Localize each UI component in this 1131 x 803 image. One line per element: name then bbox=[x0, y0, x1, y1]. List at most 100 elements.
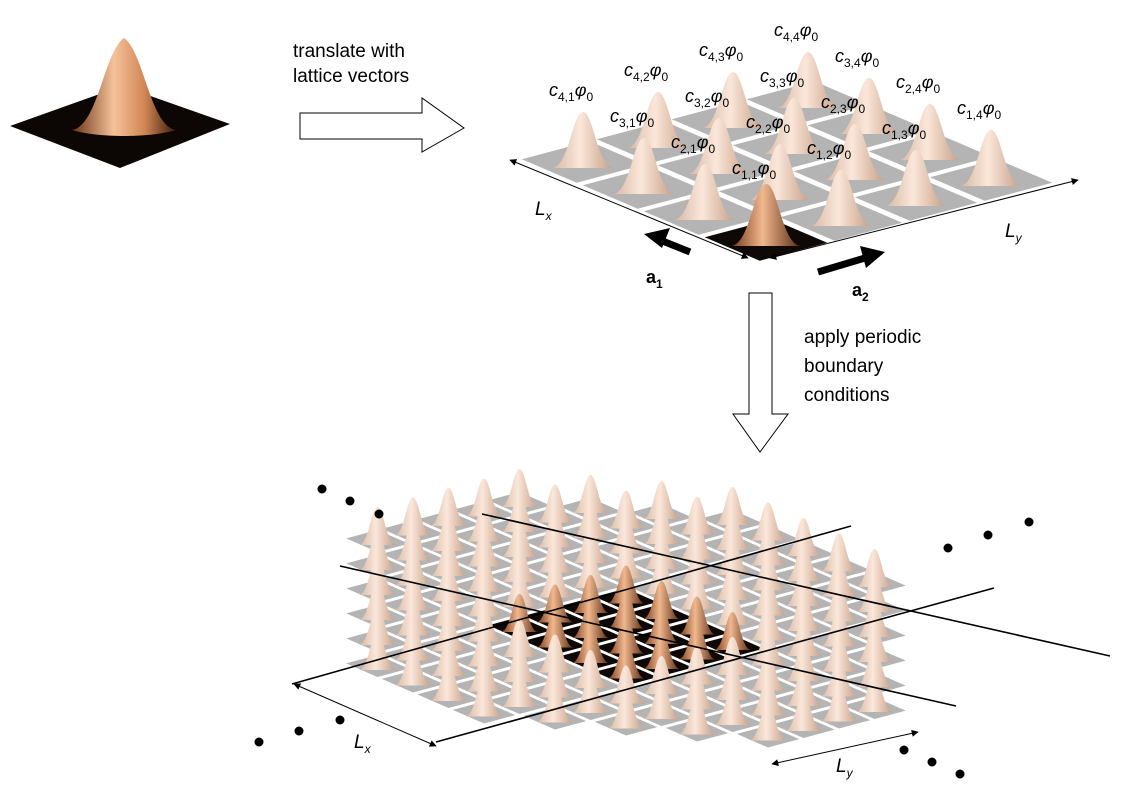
Ly-label-bottom: Ly bbox=[836, 756, 854, 780]
gaussian-peak bbox=[821, 533, 857, 572]
gaussian-peak bbox=[961, 130, 1021, 186]
gaussian-peak bbox=[572, 550, 609, 588]
gaussian-peak bbox=[856, 674, 893, 712]
coefficient-label: c1,3φ0 bbox=[882, 118, 926, 142]
gaussian-peak bbox=[785, 618, 822, 656]
coefficient-label: c3,2φ0 bbox=[685, 86, 729, 110]
gaussian-peak bbox=[628, 92, 688, 148]
gaussian-peak bbox=[572, 475, 609, 513]
gaussian-peak bbox=[501, 469, 538, 507]
gaussian-peak bbox=[821, 658, 857, 697]
gaussian-peak bbox=[785, 543, 822, 581]
gaussian-peak bbox=[537, 684, 573, 723]
periodic-lattice bbox=[346, 469, 906, 748]
gaussian-peak bbox=[466, 653, 502, 692]
gaussian-peak bbox=[839, 78, 899, 134]
gaussian-peak bbox=[821, 608, 857, 647]
gaussian-peak bbox=[395, 647, 431, 686]
gaussian-peak bbox=[703, 72, 763, 128]
gaussian-peak bbox=[430, 663, 467, 701]
gaussian-peak bbox=[714, 562, 751, 600]
gaussian-peak bbox=[643, 681, 680, 719]
gaussian-peak bbox=[856, 599, 893, 637]
gaussian-peak bbox=[750, 502, 786, 541]
gaussian-peak bbox=[608, 590, 644, 629]
gaussian-peak bbox=[395, 547, 431, 586]
gaussian-peak bbox=[572, 575, 609, 613]
gaussian-peak bbox=[643, 656, 680, 694]
gaussian-peak bbox=[764, 98, 824, 154]
hollow-arrow-down bbox=[732, 292, 789, 453]
gaussian-peak bbox=[856, 574, 893, 612]
gaussian-peak bbox=[821, 583, 857, 622]
coefficient-label: c1,2φ0 bbox=[807, 138, 851, 162]
coefficient-label: c4,2φ0 bbox=[624, 60, 668, 84]
gaussian-peak bbox=[466, 628, 502, 667]
gaussian-peak bbox=[430, 488, 467, 526]
translate-caption-line2: lattice vectors bbox=[293, 66, 409, 87]
gaussian-peak bbox=[572, 625, 609, 663]
coefficient-label: c2,4φ0 bbox=[896, 72, 940, 96]
Lx-arrow-top bbox=[509, 159, 749, 259]
gaussian-peak bbox=[679, 696, 715, 735]
gaussian-peak bbox=[501, 519, 538, 557]
gaussian-peak bbox=[572, 525, 609, 563]
gaussian-peak bbox=[714, 512, 751, 550]
single-gaussian-peak bbox=[72, 38, 176, 136]
gaussian-peak bbox=[679, 596, 715, 635]
gaussian-peak bbox=[679, 646, 715, 685]
coefficient-labels: c4,4φ0 c4,3φ0 c3,4φ0 c4,2φ0 c3,3φ0 c2,4φ0 c4,1… bbox=[549, 20, 1001, 182]
Ly-label-top: Ly bbox=[1005, 221, 1023, 245]
single-gaussian bbox=[10, 38, 230, 168]
gaussian-peak bbox=[608, 640, 644, 679]
coefficient-label: c4,3φ0 bbox=[699, 40, 743, 64]
gaussian-peak bbox=[750, 602, 786, 641]
gaussian-peak bbox=[643, 606, 680, 644]
coefficient-label: c3,3φ0 bbox=[760, 66, 804, 90]
coefficient-label: c1,4φ0 bbox=[957, 98, 1001, 122]
gaussian-peak bbox=[466, 478, 502, 517]
gaussian-peak bbox=[430, 638, 467, 676]
gaussian-peak bbox=[501, 669, 538, 707]
gaussian-peak bbox=[900, 104, 960, 160]
gaussian-peak bbox=[537, 609, 573, 648]
coefficient-label: c4,1φ0 bbox=[549, 80, 593, 104]
a2-label: a2 bbox=[852, 280, 869, 304]
gaussian-peak bbox=[643, 556, 680, 594]
gaussian-peak bbox=[714, 487, 751, 525]
gaussian-peak bbox=[679, 546, 715, 585]
gaussian-peak bbox=[785, 643, 822, 681]
coefficient-label: c2,3φ0 bbox=[821, 92, 865, 116]
gaussian-peak bbox=[785, 693, 822, 731]
gaussian-peak bbox=[679, 496, 715, 535]
gaussian-peak bbox=[501, 619, 538, 657]
gaussian-peak bbox=[608, 540, 644, 579]
gaussian-peak bbox=[608, 490, 644, 529]
gaussian-peak bbox=[359, 582, 396, 620]
gaussian-peak bbox=[856, 549, 893, 587]
gaussian-peak bbox=[395, 497, 431, 536]
coefficient-label: c3,1φ0 bbox=[610, 106, 654, 130]
gaussian-peak bbox=[572, 650, 609, 688]
gaussian-peak bbox=[679, 571, 715, 610]
coefficient-label: c4,4φ0 bbox=[774, 20, 818, 44]
gaussian-peak bbox=[466, 553, 502, 592]
Lx-arrow-bottom bbox=[293, 683, 437, 747]
gaussian-peak bbox=[537, 634, 573, 673]
gaussian-peak bbox=[643, 531, 680, 569]
gaussian-peak bbox=[785, 593, 822, 631]
a1-label: a1 bbox=[646, 267, 663, 291]
Ly-arrow-top bbox=[769, 178, 1079, 260]
periodic-caption-line3: conditions bbox=[804, 385, 890, 406]
gaussian-peak bbox=[501, 569, 538, 607]
gaussian-peak bbox=[359, 607, 396, 645]
gaussian-peak bbox=[395, 572, 431, 611]
gaussian-peak bbox=[679, 521, 715, 560]
gaussian-peak bbox=[750, 677, 786, 716]
gaussian-peak bbox=[608, 690, 644, 729]
gaussian-peak bbox=[643, 481, 680, 519]
gaussian-peak bbox=[359, 532, 396, 570]
gaussian-peak bbox=[608, 565, 644, 604]
coefficient-label: c3,4φ0 bbox=[835, 46, 879, 70]
